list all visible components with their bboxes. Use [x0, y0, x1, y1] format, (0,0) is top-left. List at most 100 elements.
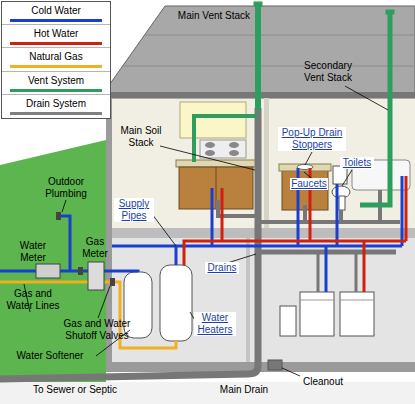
house-structure [145, 35, 415, 36]
vent-pipes [386, 10, 394, 14]
link-label: Water Heaters [194, 312, 236, 336]
gas-pipes [0, 282, 176, 348]
hot-water-pipes [405, 176, 408, 241]
legend-swatch [10, 65, 102, 68]
gas-pipes [0, 281, 88, 284]
ground [0, 140, 415, 404]
cold-water-pipes [401, 176, 404, 246]
leader-lines [24, 86, 388, 376]
house-structure [180, 102, 246, 138]
legend-swatch [10, 112, 102, 115]
basement-appliances [160, 265, 192, 341]
legend-swatch [10, 42, 102, 45]
part-label: Main Soil Stack [116, 125, 166, 149]
legend-row: Cold Water [2, 2, 110, 25]
part-label: Secondary Vent Stack [298, 60, 358, 84]
link-label: Faucets [290, 178, 328, 190]
kitchen-fixtures [200, 140, 246, 158]
legend-text: Hot Water [2, 28, 110, 40]
link-label: Supply Pipes [114, 198, 154, 222]
bathroom-fixtures [279, 164, 331, 171]
legend-box: Cold WaterHot WaterNatural GasVent Syste… [1, 1, 111, 119]
vent-pipes [254, 2, 262, 6]
basement-appliances [340, 292, 374, 336]
legend-swatch [10, 19, 102, 22]
cold-water-pipes [175, 246, 178, 265]
cold-water-pipes [0, 271, 138, 272]
bathroom-fixtures [282, 170, 328, 210]
leader-lines [282, 368, 300, 376]
kitchen-fixtures [176, 140, 256, 209]
part-label: Cleanout [298, 376, 348, 388]
link-label: Drains [205, 262, 239, 274]
basement-appliances [340, 300, 374, 301]
house-structure [264, 98, 269, 228]
part-label: Gas and Water Lines [2, 288, 64, 312]
cold-water-pipes [325, 246, 328, 292]
legend-text: Vent System [2, 75, 110, 87]
part-label: Gas Meter [78, 236, 112, 260]
leader-lines [98, 286, 110, 318]
kitchen-fixtures [205, 142, 215, 148]
link-label: Toilets [340, 157, 374, 169]
cold-water-pipes [336, 184, 339, 246]
drain-pipes [218, 200, 258, 216]
kitchen-fixtures [176, 160, 256, 167]
part-label: Gas and Water Shutoff Valves [58, 318, 136, 342]
part-label: Outdoor Plumbing [40, 176, 92, 200]
leader-lines [342, 170, 352, 186]
drain-pipes [0, 108, 258, 379]
cold-water-pipes [112, 245, 402, 248]
kitchen-fixtures [229, 142, 239, 148]
meters-valves [110, 278, 115, 286]
hot-water-pipes [221, 188, 224, 241]
house-structure [123, 66, 415, 67]
part-label: Water Softener [4, 350, 96, 362]
vent-pipes [194, 2, 394, 205]
drain-pipes [318, 252, 356, 292]
ground [0, 140, 106, 382]
meters-valves [56, 212, 61, 220]
house-structure [112, 92, 415, 232]
meters-valves [78, 267, 83, 275]
part-label: Main Drain [212, 384, 276, 396]
meters-valves [36, 264, 60, 278]
basement-appliances [280, 306, 296, 336]
kitchen-fixtures [205, 150, 215, 156]
leader-lines [345, 86, 388, 110]
legend-text: Cold Water [2, 5, 110, 17]
meters-valves [36, 212, 115, 290]
legend-text: Drain System [2, 98, 110, 110]
leader-lines [152, 214, 176, 246]
ground [0, 382, 415, 404]
drain-pipes [0, 108, 400, 379]
cold-water-pipes [0, 168, 402, 292]
legend-row: Drain System [2, 95, 110, 118]
vent-pipes [194, 116, 258, 162]
kitchen-fixtures [229, 150, 239, 156]
legend-swatch [10, 89, 102, 92]
basement-appliances [300, 292, 334, 336]
part-label: To Sewer or Septic [20, 384, 130, 396]
hot-water-pipes [184, 168, 406, 292]
cold-water-pipes [211, 188, 214, 246]
drain-pipes [268, 360, 282, 370]
part-label: Main Vent Stack [172, 10, 256, 22]
part-label: Water Meter [14, 240, 52, 264]
leader-lines [305, 152, 312, 165]
hot-water-pipes [363, 241, 366, 292]
legend-row: Hot Water [2, 25, 110, 48]
basement-appliances [124, 265, 374, 341]
legend-row: Vent System [2, 72, 110, 95]
bathroom-fixtures [339, 196, 345, 210]
meters-valves [88, 262, 104, 290]
basement-appliances [300, 300, 334, 301]
legend-text: Natural Gas [2, 51, 110, 63]
legend-row: Natural Gas [2, 48, 110, 71]
cold-water-pipes [60, 216, 70, 271]
leader-lines [160, 146, 255, 170]
link-label: Pop-Up Drain Stoppers [278, 127, 346, 151]
leader-lines [62, 200, 66, 212]
house-structure [112, 238, 415, 362]
